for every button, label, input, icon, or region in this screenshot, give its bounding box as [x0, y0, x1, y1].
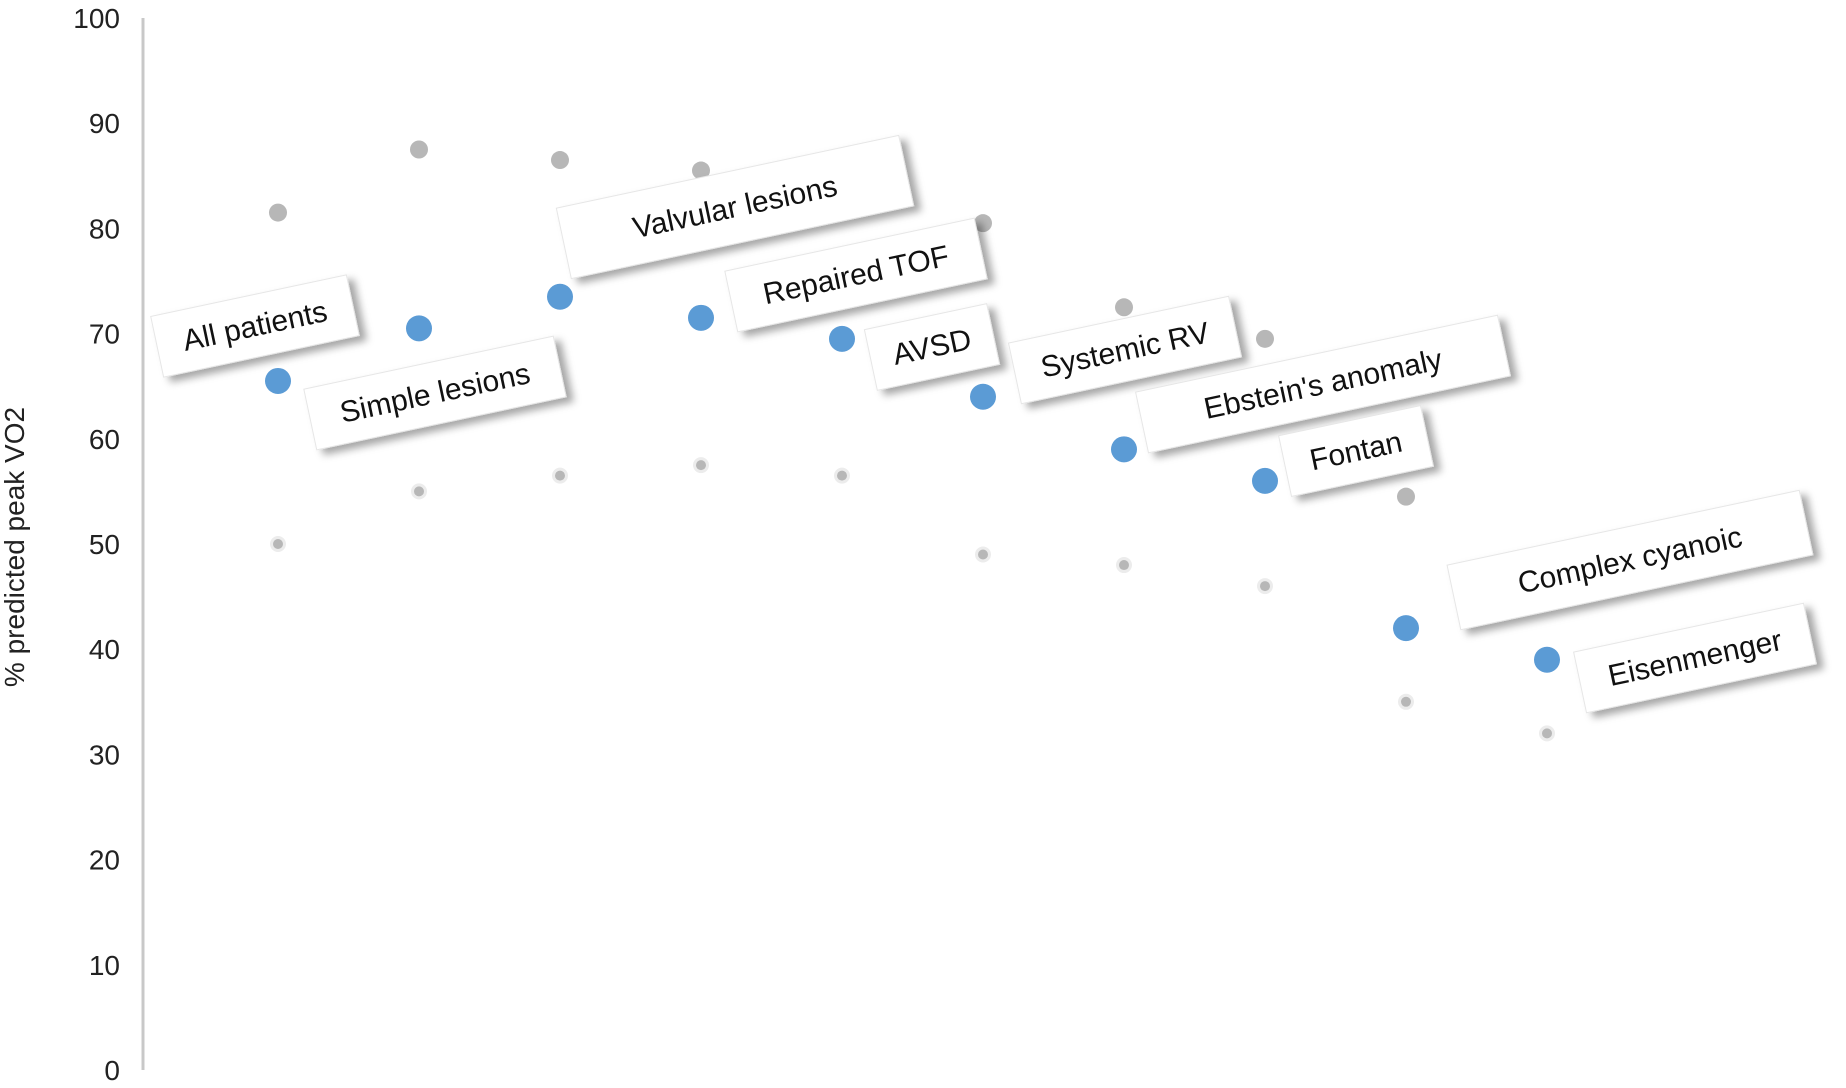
- category-label-box: [1135, 314, 1511, 454]
- range-point-lower: [1119, 560, 1129, 571]
- range-point-upper: [269, 203, 287, 222]
- range-point-upper: [551, 151, 569, 170]
- category-label-box: [1007, 295, 1243, 405]
- y-tick-label: 60: [89, 424, 120, 455]
- range-point-lower: [696, 460, 706, 471]
- mean-point: [265, 367, 291, 394]
- range-point-upper: [410, 140, 428, 159]
- category-label-box: [863, 303, 1001, 391]
- range-points: [269, 140, 1556, 742]
- range-point-upper: [1397, 487, 1415, 506]
- category-label: Simple lesions: [303, 335, 567, 451]
- range-point-upper: [1256, 329, 1274, 348]
- category-label: Fontan: [1278, 405, 1434, 497]
- range-point-lower: [555, 470, 565, 481]
- range-point-lower: [978, 549, 988, 560]
- y-axis-label: % predicted peak VO2: [0, 407, 30, 687]
- category-label: All patients: [150, 274, 360, 378]
- range-point-lower: [837, 470, 847, 481]
- range-point-upper: [692, 161, 710, 180]
- y-tick-label: 0: [104, 1055, 120, 1086]
- mean-point: [970, 383, 996, 410]
- category-label-box: [1573, 602, 1817, 714]
- y-tick-label: 10: [89, 950, 120, 981]
- category-label-box: [150, 274, 360, 378]
- mean-point: [1252, 467, 1278, 494]
- range-point-upper: [974, 214, 992, 233]
- y-tick-label: 80: [89, 213, 120, 244]
- y-tick-label: 30: [89, 739, 120, 770]
- mean-point: [688, 304, 714, 331]
- mean-point: [1534, 646, 1560, 673]
- y-tick-label: 70: [89, 319, 120, 350]
- category-label: AVSD: [863, 303, 1001, 391]
- category-label: Complex cyanoic: [1446, 489, 1814, 631]
- y-tick-label: 20: [89, 845, 120, 876]
- category-label-box: [1278, 405, 1434, 497]
- category-label-box: [303, 335, 567, 451]
- range-point-lower: [273, 539, 283, 549]
- mean-points: [265, 283, 1560, 673]
- y-tick-label: 90: [89, 108, 120, 139]
- y-tick-label: 100: [73, 3, 120, 34]
- category-label-box: [555, 134, 915, 280]
- category-label: Eisenmenger: [1573, 602, 1817, 714]
- range-point-lower: [1542, 728, 1552, 739]
- y-tick-label: 50: [89, 529, 120, 560]
- range-point-lower: [1401, 696, 1411, 707]
- mean-point: [406, 315, 432, 342]
- mean-point: [829, 325, 855, 352]
- y-axis: 0 10 20 30 40 50 60 70 80 90 100: [73, 3, 145, 1086]
- mean-point: [1111, 436, 1137, 463]
- mean-point: [547, 283, 573, 310]
- mean-point: [1393, 615, 1419, 642]
- range-point-upper: [1115, 298, 1133, 317]
- category-label-box: [1446, 489, 1814, 631]
- range-point-lower: [1260, 581, 1270, 592]
- category-label-box: [724, 217, 988, 333]
- range-point-lower: [414, 486, 424, 497]
- y-tick-label: 40: [89, 634, 120, 665]
